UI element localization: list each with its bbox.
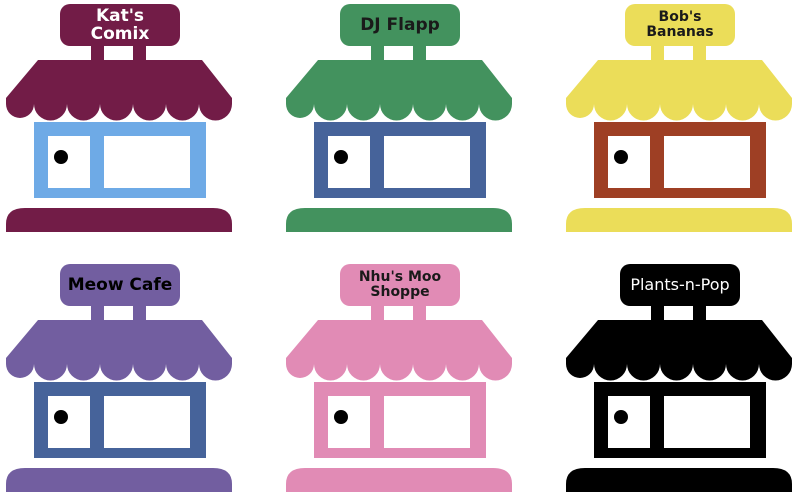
storefront-base [566, 208, 792, 232]
storefront-illustration [6, 44, 232, 232]
awning [566, 60, 792, 121]
awning [6, 60, 232, 121]
door [328, 136, 370, 188]
door [48, 396, 90, 448]
sign-post [91, 304, 104, 322]
door-knob [54, 410, 68, 424]
sign-post [413, 304, 426, 322]
shop-sign: DJ Flapp [340, 4, 460, 46]
sign-post [693, 44, 706, 62]
sign-post [651, 44, 664, 62]
display-window [664, 396, 750, 448]
sign-post [133, 304, 146, 322]
door-knob [334, 410, 348, 424]
display-window [104, 396, 190, 448]
awning [566, 320, 792, 381]
sign-post [133, 44, 146, 62]
storefront-base [6, 468, 232, 492]
shop-sign: Kat's Comix [60, 4, 180, 46]
door [608, 396, 650, 448]
sign-post [651, 304, 664, 322]
shop-sign: Plants-n-Pop [620, 264, 740, 306]
sign-post [413, 44, 426, 62]
awning [6, 320, 232, 381]
display-window [664, 136, 750, 188]
storefront-illustration [286, 44, 512, 232]
awning [286, 60, 512, 121]
storefront-illustration [6, 304, 232, 492]
display-window [384, 396, 470, 448]
sign-post [371, 44, 384, 62]
shop-sign: Meow Cafe [60, 264, 180, 306]
sign-post [693, 304, 706, 322]
awning [286, 320, 512, 381]
storefront-base [6, 208, 232, 232]
door-knob [54, 150, 68, 164]
sign-post [91, 44, 104, 62]
storefront-illustration [566, 44, 792, 232]
storefront-base [566, 468, 792, 492]
storefront-1: Kat's Comix [5, 0, 235, 232]
storefront-base [286, 468, 512, 492]
door [328, 396, 370, 448]
door [48, 136, 90, 188]
door-knob [614, 150, 628, 164]
door [608, 136, 650, 188]
storefront-6: Plants-n-Pop [565, 260, 795, 492]
sign-post [371, 304, 384, 322]
display-window [104, 136, 190, 188]
storefront-4: Meow Cafe [5, 260, 235, 492]
display-window [384, 136, 470, 188]
storefront-2: DJ Flapp [285, 0, 515, 232]
storefront-base [286, 208, 512, 232]
door-knob [614, 410, 628, 424]
storefront-illustration [286, 304, 512, 492]
door-knob [334, 150, 348, 164]
storefront-illustration [566, 304, 792, 492]
